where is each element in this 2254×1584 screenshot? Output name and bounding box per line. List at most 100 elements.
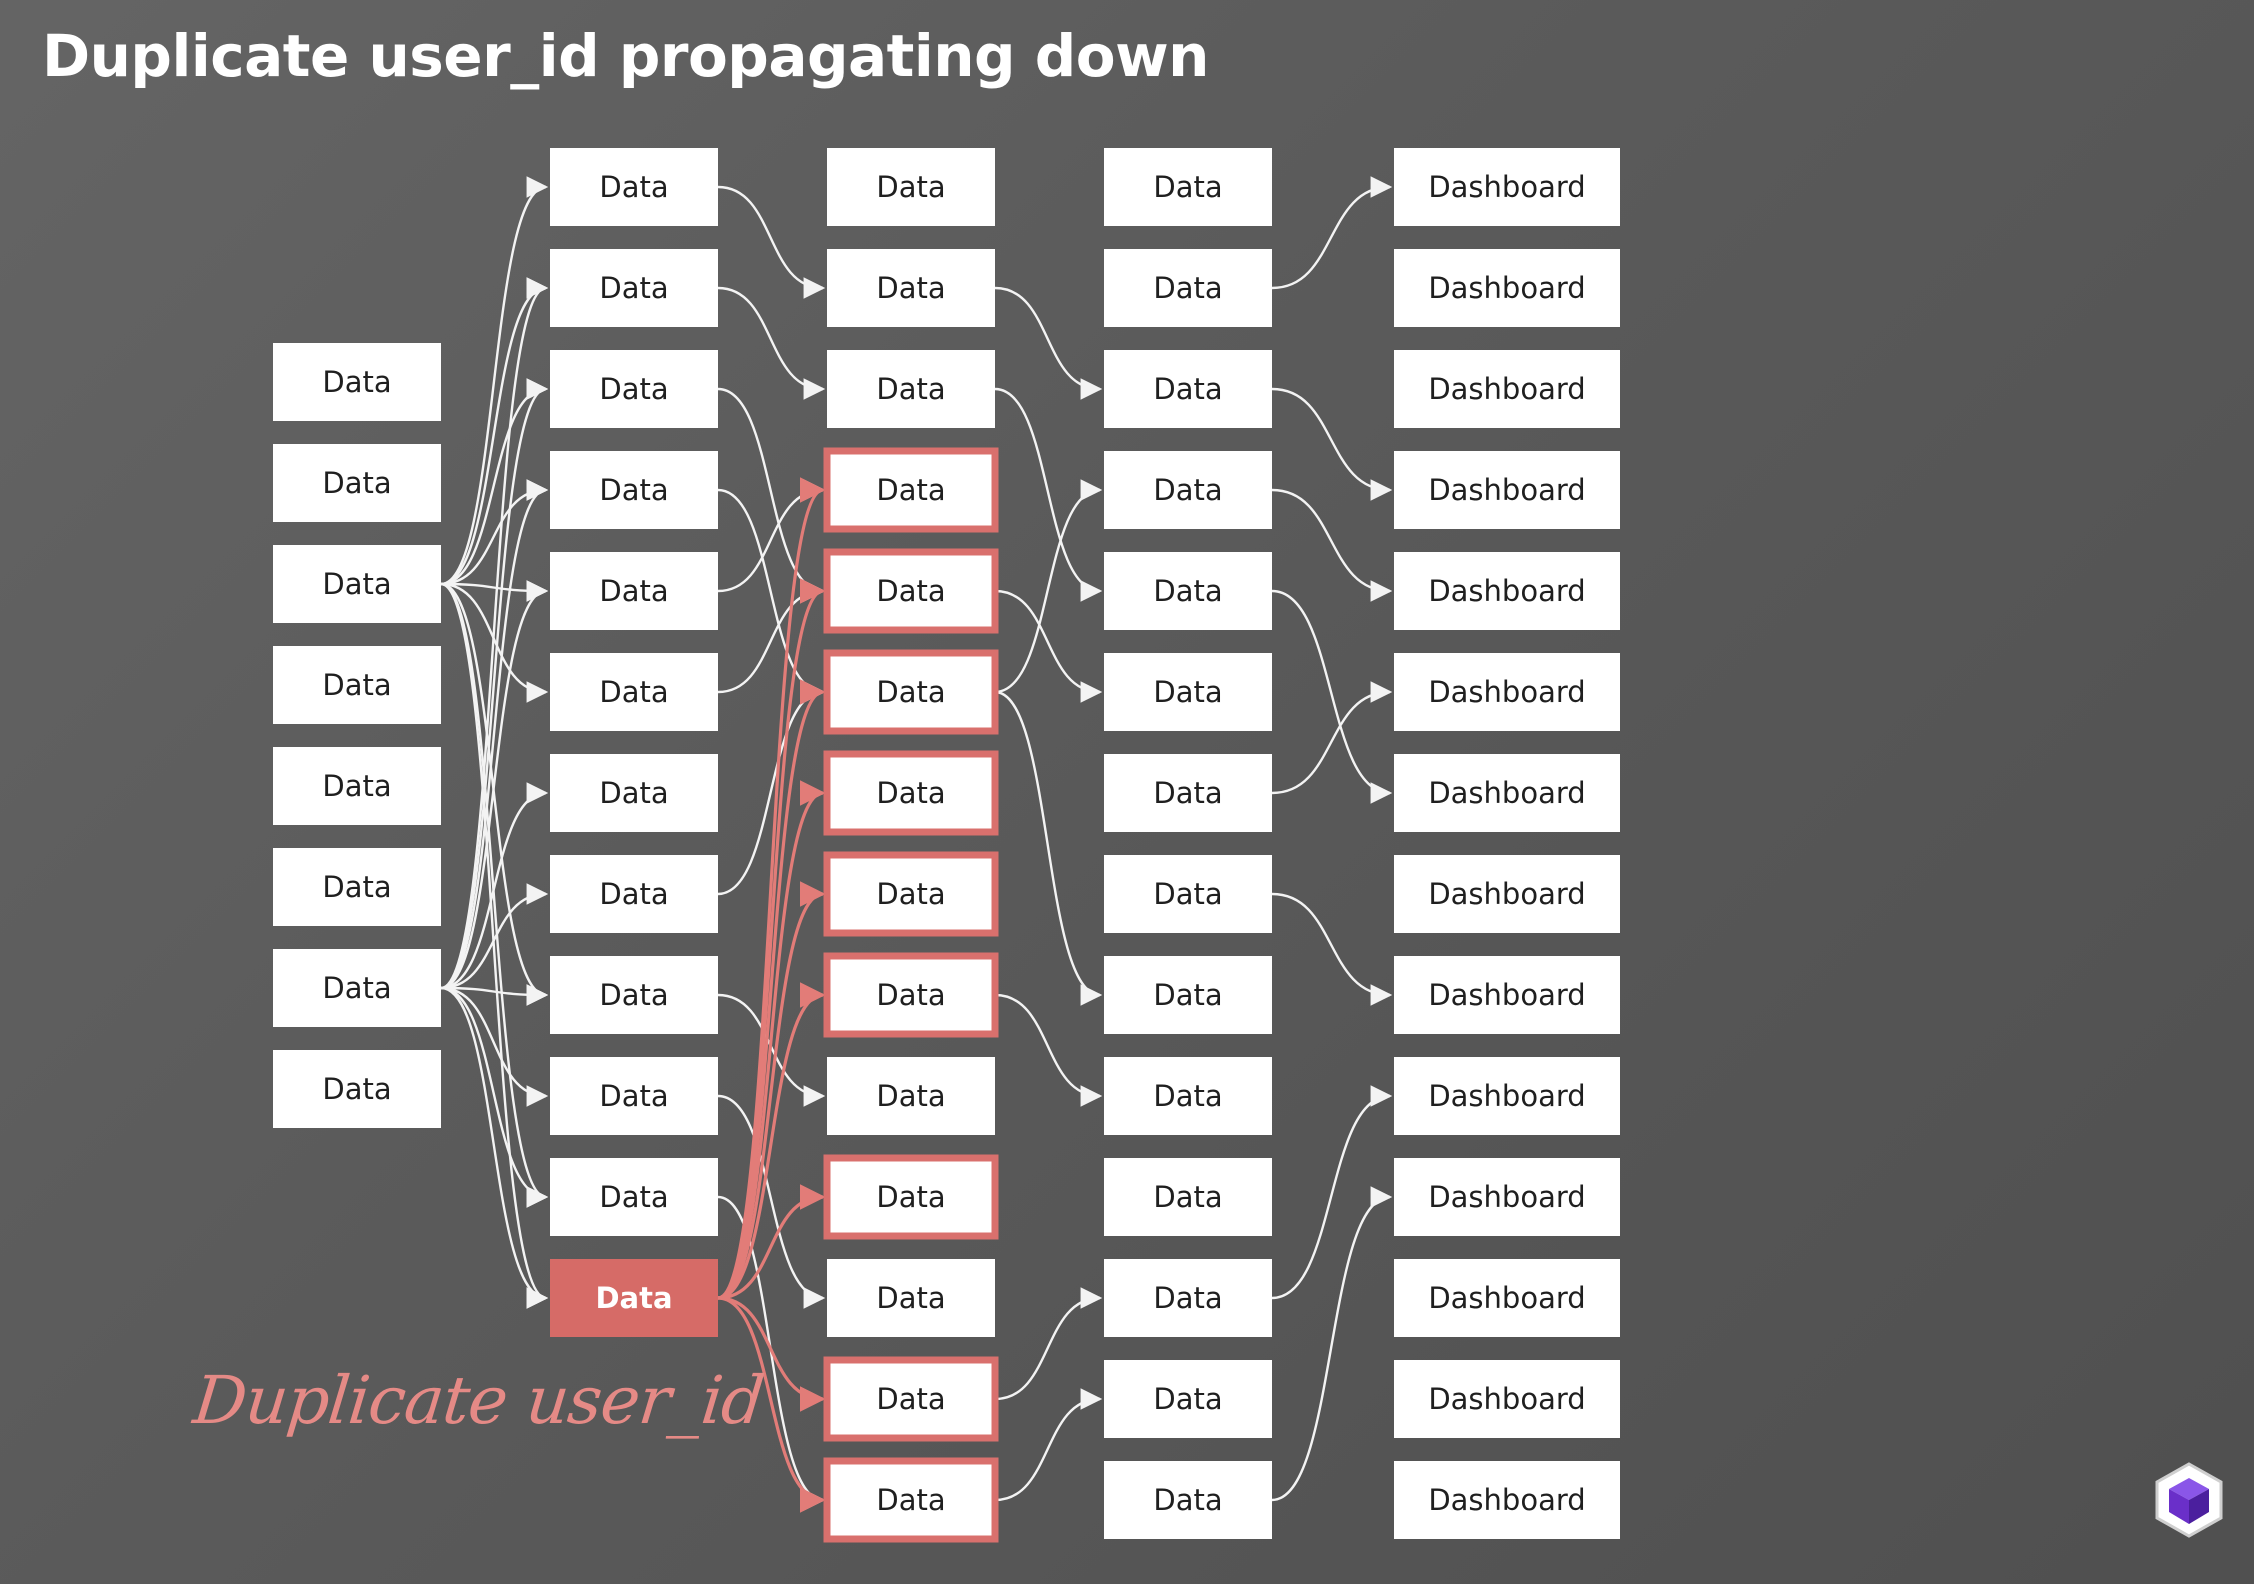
affected-data-node[interactable]: Data (823, 750, 999, 836)
data-node[interactable]: Data (550, 350, 718, 428)
node-box (1394, 754, 1620, 832)
node-box (1104, 1360, 1272, 1438)
edge (994, 589, 1103, 703)
dashboard-node[interactable]: Dashboard (1394, 754, 1620, 832)
nodes-layer: DataDataDataDataDataDataDataDataDataData… (273, 148, 1620, 1543)
node-box (1394, 956, 1620, 1034)
affected-data-node[interactable]: Data (823, 952, 999, 1038)
dashboard-node[interactable]: Dashboard (1394, 148, 1620, 226)
affected-data-node[interactable]: Data (823, 447, 999, 533)
data-node[interactable]: Data (273, 747, 441, 825)
data-node[interactable]: Data (1104, 1259, 1272, 1337)
data-node[interactable]: Data (550, 552, 718, 630)
data-node[interactable]: Data (827, 1057, 995, 1135)
node-box (273, 444, 441, 522)
data-node[interactable]: Data (1104, 1360, 1272, 1438)
dashboard-node[interactable]: Dashboard (1394, 1259, 1620, 1337)
node-box (1104, 1259, 1272, 1337)
dashboard-node[interactable]: Dashboard (1394, 350, 1620, 428)
data-node[interactable]: Data (1104, 1158, 1272, 1236)
affected-data-node[interactable]: Data (823, 649, 999, 735)
node-label: Data (876, 473, 945, 507)
edge (717, 185, 826, 299)
data-node[interactable]: Data (273, 949, 441, 1027)
data-node[interactable]: Data (273, 848, 441, 926)
data-node[interactable]: Data (273, 646, 441, 724)
node-box (823, 1457, 999, 1543)
duplicate-source-node[interactable]: Data (550, 1259, 718, 1337)
dashboard-node[interactable]: Dashboard (1394, 855, 1620, 933)
node-box (550, 1259, 718, 1337)
data-node[interactable]: Data (1104, 754, 1272, 832)
dashboard-node[interactable]: Dashboard (1394, 1360, 1620, 1438)
data-node[interactable]: Data (1104, 451, 1272, 529)
dashboard-node[interactable]: Dashboard (1394, 1461, 1620, 1539)
node-box (1394, 148, 1620, 226)
affected-data-node[interactable]: Data (823, 851, 999, 937)
node-box (1394, 653, 1620, 731)
edge (994, 1287, 1103, 1401)
node-box (823, 649, 999, 735)
data-node[interactable]: Data (550, 855, 718, 933)
data-node[interactable]: Data (1104, 148, 1272, 226)
data-node[interactable]: Data (550, 148, 718, 226)
node-box (273, 343, 441, 421)
node-box (1394, 1259, 1620, 1337)
data-node[interactable]: Data (550, 1057, 718, 1135)
data-node[interactable]: Data (1104, 855, 1272, 933)
node-label: Data (599, 271, 668, 305)
data-node[interactable]: Data (550, 956, 718, 1034)
dashboard-node[interactable]: Dashboard (1394, 451, 1620, 529)
data-node[interactable]: Data (827, 350, 995, 428)
dashboard-node[interactable]: Dashboard (1394, 1158, 1620, 1236)
data-node[interactable]: Data (550, 249, 718, 327)
data-node[interactable]: Data (1104, 1461, 1272, 1539)
node-label: Dashboard (1428, 271, 1585, 305)
affected-data-node[interactable]: Data (823, 548, 999, 634)
data-node[interactable]: Data (273, 1050, 441, 1128)
data-node[interactable]: Data (1104, 956, 1272, 1034)
node-label: Data (876, 877, 945, 911)
node-label: Data (595, 1281, 672, 1315)
node-label: Data (599, 170, 668, 204)
dashboard-node[interactable]: Dashboard (1394, 653, 1620, 731)
dashboard-node[interactable]: Dashboard (1394, 249, 1620, 327)
data-node[interactable]: Data (1104, 249, 1272, 327)
data-node[interactable]: Data (1104, 350, 1272, 428)
data-node[interactable]: Data (1104, 552, 1272, 630)
node-label: Dashboard (1428, 675, 1585, 709)
node-box (273, 1050, 441, 1128)
affected-data-node[interactable]: Data (823, 1457, 999, 1543)
dashboard-node[interactable]: Dashboard (1394, 956, 1620, 1034)
data-node[interactable]: Data (1104, 653, 1272, 731)
highlighted-edge (717, 1184, 826, 1300)
data-node[interactable]: Data (273, 545, 441, 623)
data-node[interactable]: Data (827, 249, 995, 327)
affected-data-node[interactable]: Data (823, 1154, 999, 1240)
edge (440, 986, 549, 1208)
data-node[interactable]: Data (550, 1158, 718, 1236)
node-label: Data (876, 978, 945, 1012)
data-node[interactable]: Data (827, 148, 995, 226)
data-node[interactable]: Data (273, 343, 441, 421)
data-node[interactable]: Data (550, 451, 718, 529)
node-label: Dashboard (1428, 877, 1585, 911)
dashboard-node[interactable]: Dashboard (1394, 552, 1620, 630)
node-label: Data (876, 675, 945, 709)
node-label: Data (1153, 675, 1222, 709)
data-node[interactable]: Data (550, 754, 718, 832)
node-label: Data (599, 473, 668, 507)
data-node[interactable]: Data (1104, 1057, 1272, 1135)
affected-data-node[interactable]: Data (823, 1356, 999, 1442)
data-node[interactable]: Data (827, 1259, 995, 1337)
edge (440, 986, 549, 1309)
data-node[interactable]: Data (273, 444, 441, 522)
edge (1271, 892, 1393, 1006)
edge (994, 993, 1103, 1107)
node-box (550, 855, 718, 933)
node-box (550, 653, 718, 731)
dashboard-node[interactable]: Dashboard (1394, 1057, 1620, 1135)
node-label: Data (876, 776, 945, 810)
node-box (823, 447, 999, 533)
data-node[interactable]: Data (550, 653, 718, 731)
